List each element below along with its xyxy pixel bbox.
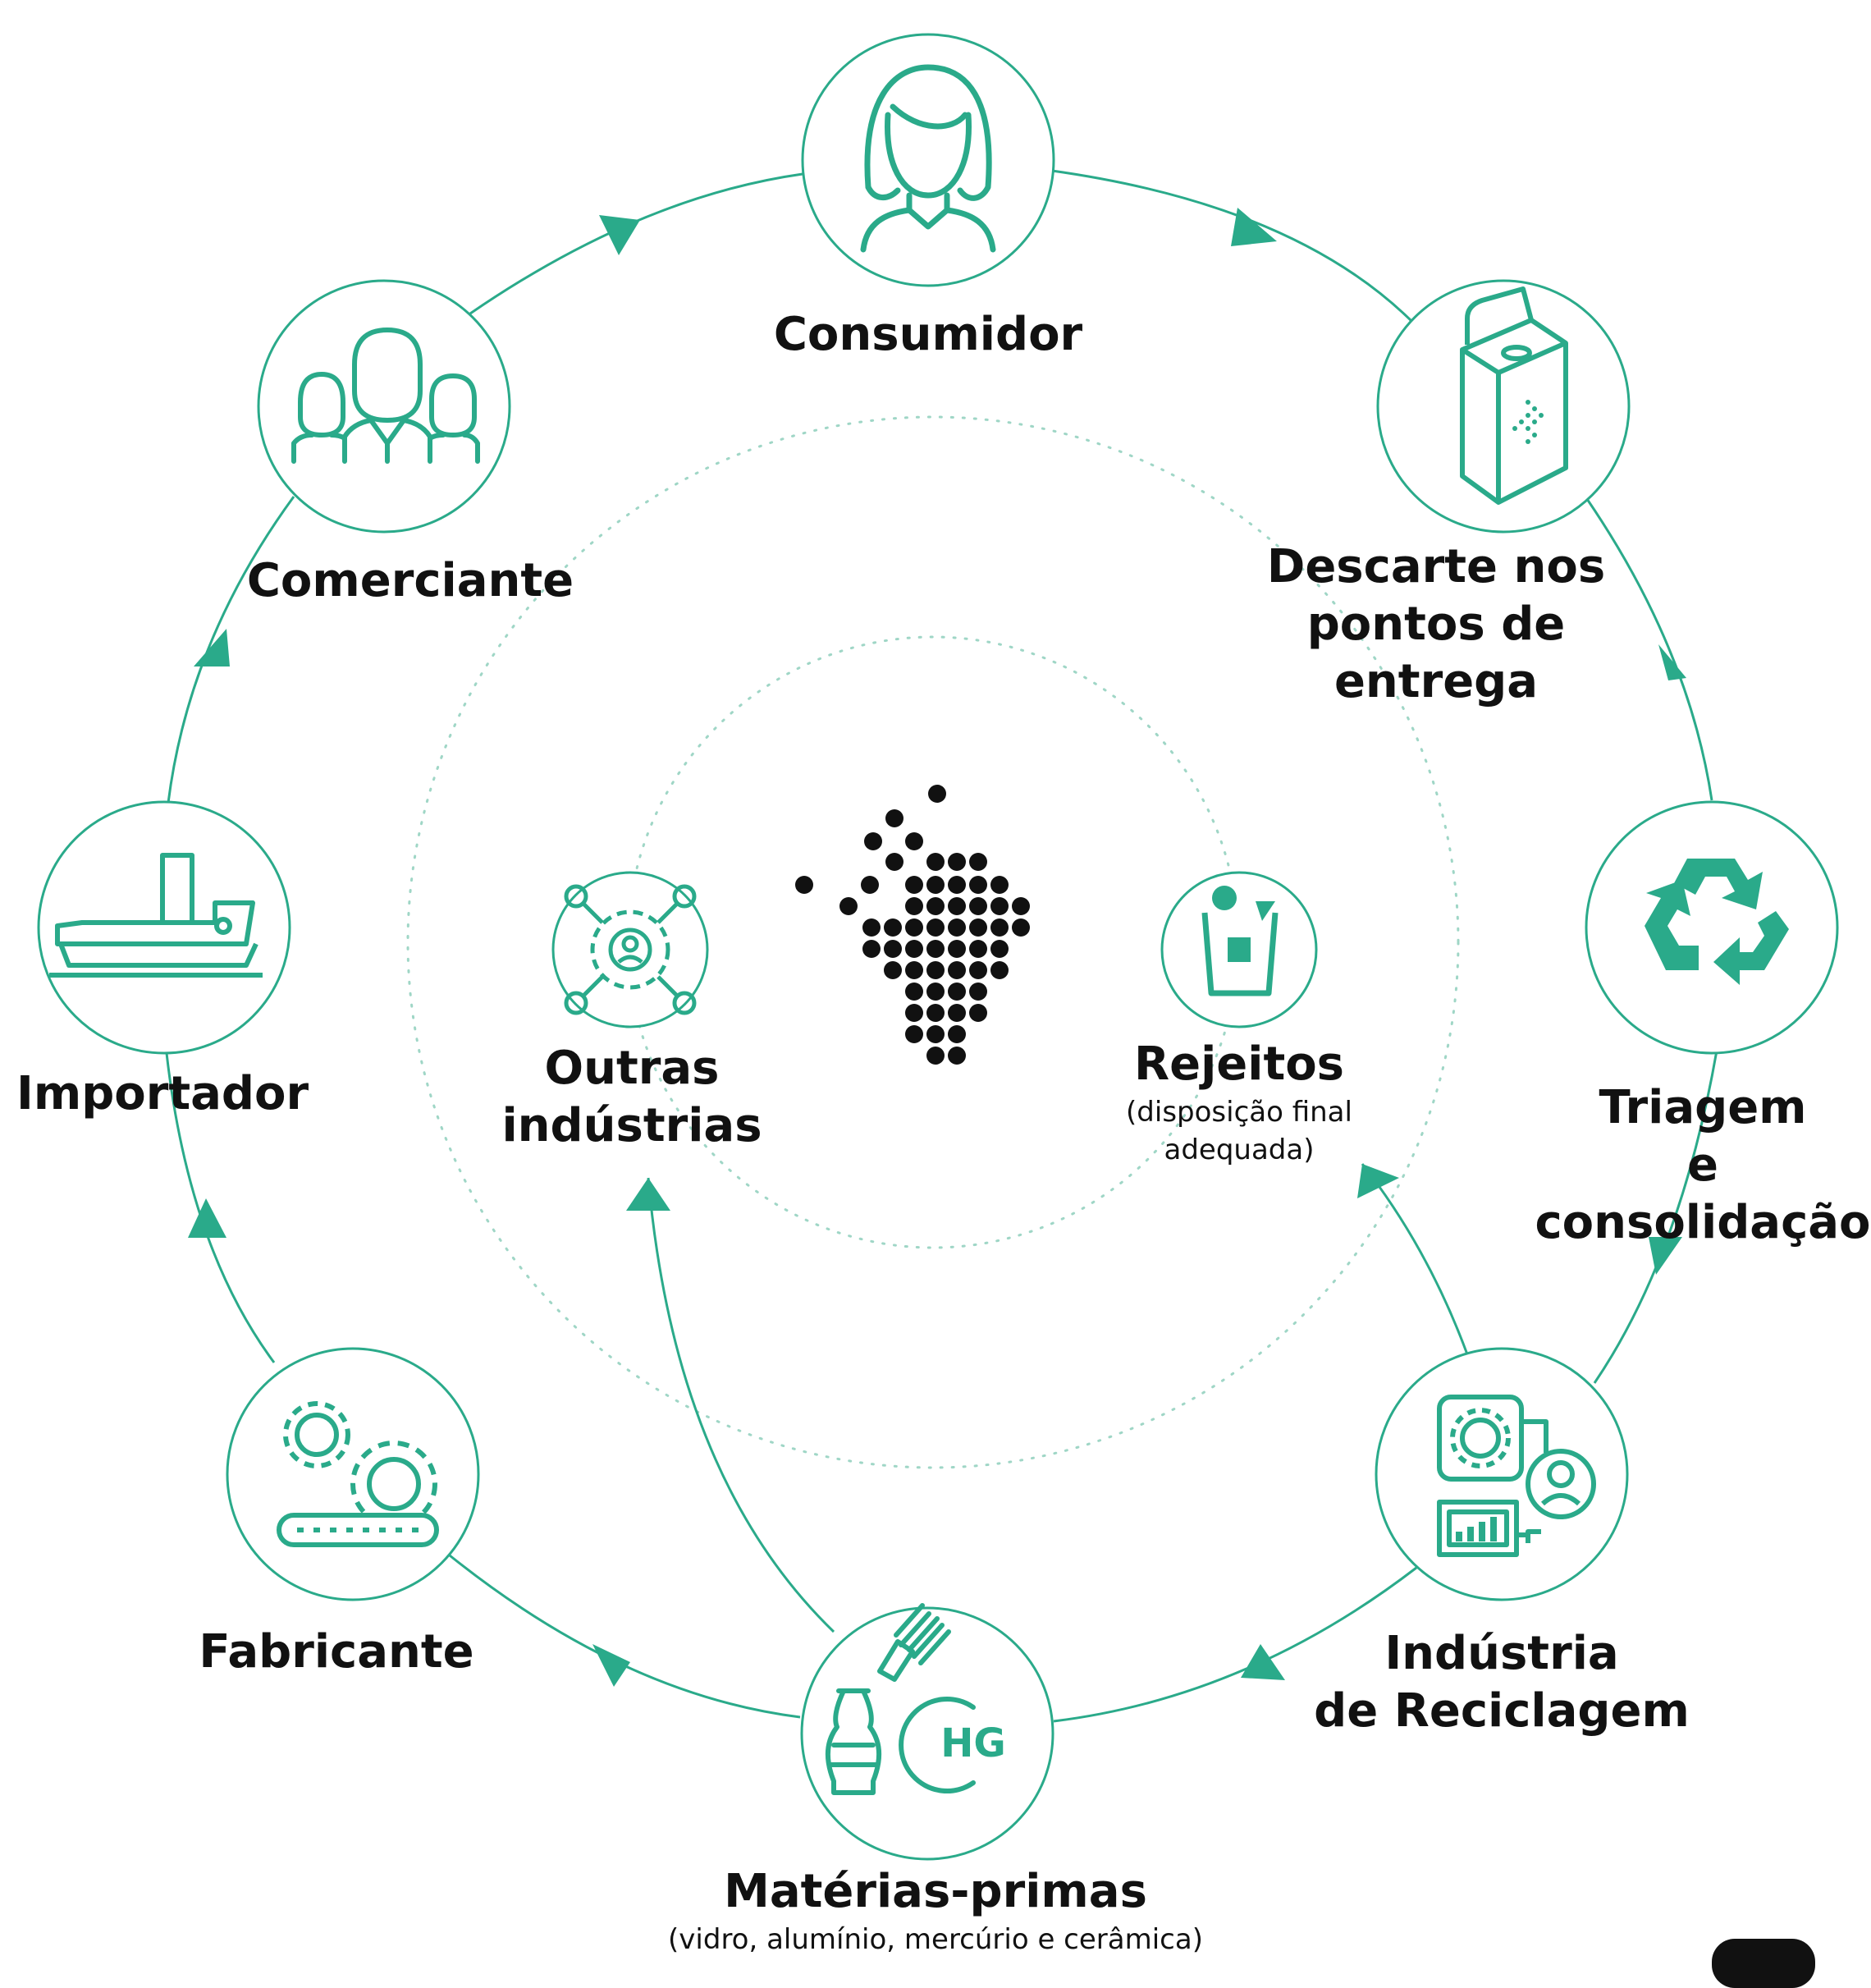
factory-dashboard-icon bbox=[1437, 1395, 1596, 1557]
label-materias-sub: (vidro, alumínio, mercúrio e cerâmica) bbox=[668, 1923, 1203, 1956]
arrow-industria-materias bbox=[1241, 1644, 1285, 1680]
label-triagem-line2: e consolidação bbox=[1535, 1138, 1871, 1249]
arc-descarte-triagem bbox=[1585, 498, 1713, 801]
node-materias bbox=[800, 1606, 1054, 1861]
arrow-importador-comerciante bbox=[194, 629, 230, 666]
node-comerciante bbox=[257, 279, 511, 534]
arrow-descarte-triagem bbox=[1658, 644, 1686, 680]
arrow-triagem-industria bbox=[1649, 1237, 1682, 1275]
label-industria: Indústria de Reciclagem bbox=[1313, 1625, 1690, 1740]
label-importador-text: Importador bbox=[16, 1067, 309, 1120]
arc-comerciante-consumidor bbox=[469, 172, 803, 315]
raw-materials-icon bbox=[825, 1603, 976, 1795]
label-outras-line1: Outras bbox=[544, 1042, 720, 1095]
arrow-materias-fabricante bbox=[592, 1644, 630, 1687]
label-materias: Matérias-primas (vidro, alumínio, mercúr… bbox=[599, 1863, 1272, 1958]
label-rejeitos-sub1: (disposição final bbox=[1126, 1096, 1352, 1129]
label-descarte: Descarte nos pontos de entrega bbox=[1198, 538, 1674, 711]
conveyor-gears-icon bbox=[277, 1401, 439, 1547]
arrow-industria-rejeitos bbox=[1357, 1164, 1399, 1198]
label-rejeitos-text: Rejeitos bbox=[1133, 1038, 1345, 1091]
label-comerciante: Comerciante bbox=[246, 552, 574, 610]
arc-importador-comerciante bbox=[167, 496, 295, 804]
woman-icon bbox=[860, 64, 996, 253]
arrow-comerciante-consumidor bbox=[599, 215, 640, 255]
recycle-icon bbox=[1645, 859, 1789, 985]
people-group-icon bbox=[291, 328, 480, 464]
node-importador bbox=[37, 800, 291, 1055]
label-materias-text: Matérias-primas bbox=[724, 1865, 1147, 1918]
node-descarte bbox=[1376, 279, 1631, 534]
arc-consumidor-descarte bbox=[1051, 169, 1416, 326]
label-outras-line2: indústrias bbox=[501, 1099, 762, 1152]
label-fabricante-text: Fabricante bbox=[199, 1625, 474, 1679]
gear-network-icon bbox=[564, 884, 697, 1015]
label-consumidor-text: Consumidor bbox=[773, 308, 1083, 361]
waste-bin-icon bbox=[1201, 886, 1279, 996]
label-rejeitos-sub2: adequada) bbox=[1164, 1134, 1315, 1166]
arc-triagem-industria bbox=[1593, 1050, 1718, 1384]
label-industria-line2: de Reciclagem bbox=[1314, 1684, 1690, 1738]
label-comerciante-text: Comerciante bbox=[246, 554, 574, 607]
dotted-ring-outer bbox=[406, 415, 1460, 1469]
label-descarte-line1: Descarte nos bbox=[1266, 540, 1606, 593]
ship-icon bbox=[49, 853, 263, 978]
brazil-map-dots-icon bbox=[795, 785, 1030, 1065]
node-triagem bbox=[1585, 800, 1839, 1055]
arrow-fabricante-importador bbox=[188, 1198, 226, 1238]
label-outras: Outras indústrias bbox=[492, 1040, 771, 1155]
corner-badge bbox=[1712, 1939, 1815, 1988]
label-importador: Importador bbox=[16, 1065, 309, 1123]
arc-materias-outras bbox=[647, 1177, 835, 1633]
label-industria-line1: Indústria bbox=[1384, 1627, 1619, 1680]
label-descarte-line2: pontos de entrega bbox=[1306, 598, 1566, 708]
label-triagem-line1: Triagem bbox=[1599, 1081, 1807, 1134]
arrow-materias-outras bbox=[626, 1178, 670, 1211]
arc-materias-fabricante bbox=[449, 1554, 801, 1719]
label-rejeitos: Rejeitos (disposição final adequada) bbox=[1091, 1036, 1387, 1169]
node-consumidor bbox=[801, 33, 1055, 287]
label-consumidor: Consumidor bbox=[764, 306, 1092, 364]
arc-industria-rejeitos bbox=[1361, 1163, 1469, 1355]
label-triagem: Triagem e consolidação bbox=[1535, 1079, 1871, 1252]
hg-icon-text: HG bbox=[940, 1720, 1006, 1766]
collection-box-icon bbox=[1460, 286, 1568, 505]
arrow-consumidor-descarte bbox=[1231, 208, 1277, 246]
label-fabricante: Fabricante bbox=[181, 1624, 492, 1681]
arc-industria-materias bbox=[1053, 1566, 1417, 1723]
